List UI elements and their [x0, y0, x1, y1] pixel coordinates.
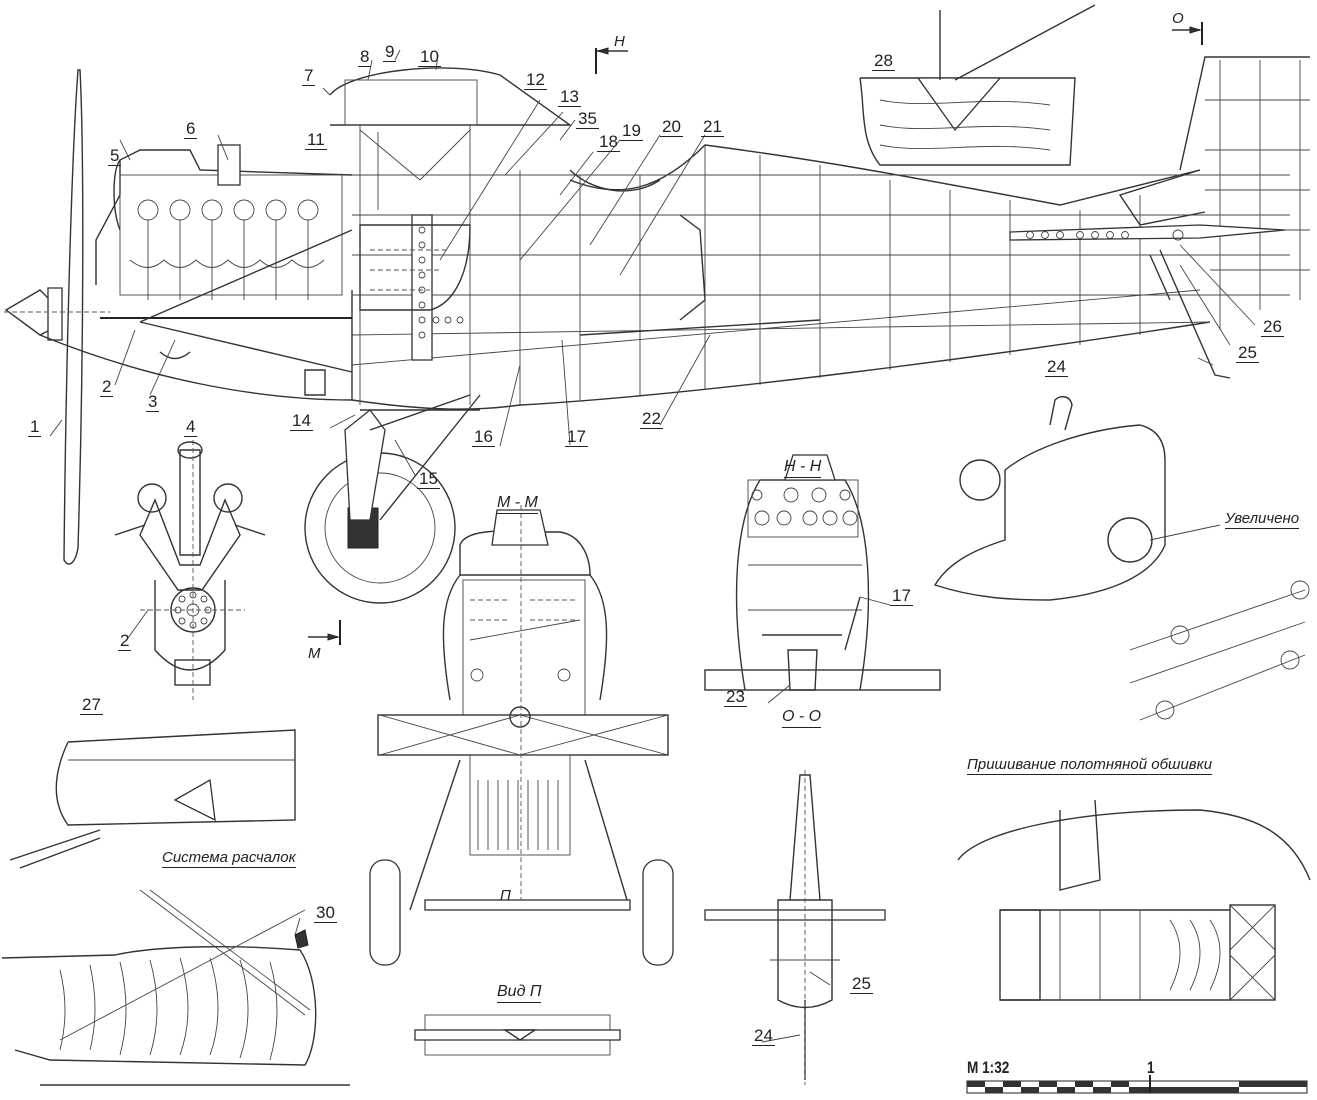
callout-25: 25	[1236, 343, 1259, 363]
cowl-perspective	[933, 396, 1310, 721]
callout-26: 26	[1261, 317, 1284, 337]
callout-2-engine-front: 2	[118, 631, 132, 651]
callout-14: 14	[290, 411, 313, 431]
scale-tick-1: 1	[1147, 1058, 1155, 1077]
callout-30: 30	[314, 903, 337, 923]
callout-6: 6	[184, 119, 198, 139]
section-title-view-p: Вид П	[497, 983, 542, 1003]
caption-enlarged: Увеличено	[1225, 510, 1300, 529]
callout-22: 22	[640, 409, 663, 429]
callout-24: 24	[1045, 357, 1068, 377]
callout-4: 4	[184, 417, 198, 437]
callout-17-cockpit: 17	[890, 586, 913, 606]
leader-lines	[49, 49, 1256, 1043]
callout-11: 11	[305, 130, 327, 150]
detail-28	[859, 4, 1096, 166]
callout-20: 20	[660, 117, 683, 137]
callout-2: 2	[100, 377, 114, 397]
callout-25-tail-view: 25	[850, 974, 873, 994]
callout-28: 28	[872, 51, 895, 71]
callout-17: 17	[565, 427, 588, 447]
callout-5: 5	[108, 146, 122, 166]
callout-10: 10	[418, 47, 441, 67]
callout-12: 12	[524, 70, 547, 90]
callout-21: 21	[701, 117, 724, 137]
section-mark-o: O	[1172, 10, 1184, 27]
callout-1: 1	[28, 417, 42, 437]
section-title-mm: M - M	[497, 494, 538, 514]
callout-35: 35	[576, 109, 599, 129]
section-oo-view	[704, 770, 886, 1085]
caption-bracing-system: Система расчалок	[162, 849, 296, 868]
callout-27: 27	[80, 695, 103, 715]
section-hh-view	[704, 454, 941, 691]
section-mark-h: H	[614, 33, 625, 50]
detail-27	[9, 729, 296, 869]
section-title-oo: O - O	[782, 708, 822, 728]
fuselage-frame	[329, 56, 1310, 410]
engine-cowling	[39, 144, 353, 401]
section-markers	[308, 22, 1203, 645]
engine-front-view	[114, 440, 266, 700]
fabric-stitching-detail	[957, 799, 1311, 1001]
scale-bar	[966, 1075, 1308, 1094]
section-mark-m: M	[308, 645, 321, 662]
callout-18: 18	[597, 132, 620, 152]
section-mm-view	[369, 505, 674, 966]
callout-7: 7	[302, 66, 316, 86]
scale-label: M 1:32	[967, 1058, 1010, 1077]
callout-24-tail-view: 24	[752, 1026, 775, 1046]
main-landing-gear	[304, 394, 481, 604]
callout-16: 16	[472, 427, 495, 447]
section-mark-p: П	[500, 887, 511, 904]
callout-23: 23	[724, 687, 747, 707]
callout-15: 15	[417, 469, 440, 489]
view-p	[414, 1014, 621, 1056]
wing-tip-detail	[1, 889, 350, 1086]
propeller	[4, 69, 110, 565]
callout-13: 13	[558, 87, 581, 107]
caption-fabric-stitching: Пришивание полотняной обшивки	[967, 756, 1213, 775]
callout-19: 19	[620, 121, 643, 141]
callout-8: 8	[358, 47, 372, 67]
callout-3: 3	[146, 392, 160, 412]
callout-9: 9	[383, 42, 397, 62]
section-title-hh: H - H	[784, 458, 822, 478]
